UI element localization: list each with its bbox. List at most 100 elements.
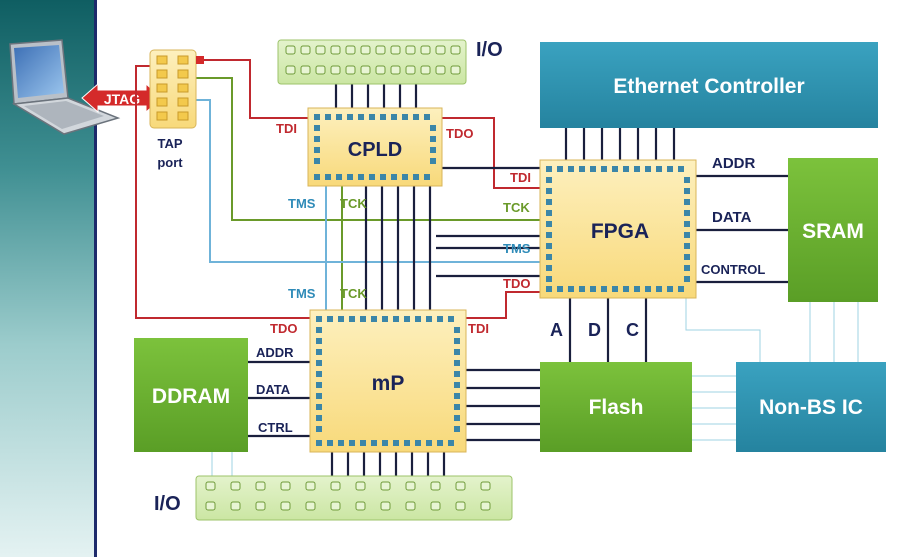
io-pad xyxy=(330,501,341,511)
chip-pin xyxy=(347,114,353,120)
io-pad xyxy=(230,481,241,491)
chip-pin xyxy=(437,440,443,446)
chip-pin xyxy=(349,316,355,322)
chip-pin xyxy=(568,166,574,172)
ethernet-controller-label: Ethernet Controller xyxy=(613,75,804,98)
io-pad xyxy=(230,501,241,511)
io-pad xyxy=(205,501,216,511)
chip-pin xyxy=(684,232,690,238)
io-pad xyxy=(360,65,371,75)
io-pad xyxy=(430,481,441,491)
tck-mp-label: TCK xyxy=(340,286,367,301)
chip-pin xyxy=(314,114,320,120)
signal-labels: TDI TDO TDI TCK TMS TDO TMS TCK TMS TCK … xyxy=(256,121,765,435)
non-bs-ic-label: Non-BS IC xyxy=(759,396,863,419)
chip-pin xyxy=(316,426,322,432)
chip-pin xyxy=(402,174,408,180)
chip-pin xyxy=(424,114,430,120)
chip-pin xyxy=(437,316,443,322)
mp-label: mP xyxy=(372,372,405,395)
chip-pin xyxy=(454,426,460,432)
io-pad xyxy=(420,65,431,75)
io-pad xyxy=(420,45,431,55)
chip-pin xyxy=(612,286,618,292)
io-pad xyxy=(390,65,401,75)
chip-pin xyxy=(667,286,673,292)
chip-pin xyxy=(402,114,408,120)
chip-pin xyxy=(546,199,552,205)
chip-pin xyxy=(645,166,651,172)
fpga-label: FPGA xyxy=(591,220,649,243)
chip-pin xyxy=(557,166,563,172)
chip-pin xyxy=(347,174,353,180)
tdi-fpga-label: TDI xyxy=(510,170,531,185)
tap-port: TAP port xyxy=(149,49,204,170)
chip-pin xyxy=(382,316,388,322)
tdi-mp-label: TDI xyxy=(468,321,489,336)
io-pad xyxy=(305,501,316,511)
chip-pin xyxy=(667,166,673,172)
io-pad xyxy=(345,65,356,75)
chip-pin xyxy=(391,114,397,120)
tck-fpga-label: TCK xyxy=(503,200,530,215)
chip-pin xyxy=(415,316,421,322)
chip-pin xyxy=(360,440,366,446)
chip-pin xyxy=(612,166,618,172)
chip-pin xyxy=(316,415,322,421)
chip-pin xyxy=(349,440,355,446)
mp-pins xyxy=(316,316,460,446)
chip-pin xyxy=(568,286,574,292)
io-pad xyxy=(300,65,311,75)
chip-pin xyxy=(645,286,651,292)
chip-pin xyxy=(316,440,322,446)
wire-tms xyxy=(196,99,548,263)
chip-pin xyxy=(316,404,322,410)
io-pad xyxy=(285,65,296,75)
tdo-mp-label: TDO xyxy=(270,321,297,336)
chip-pin xyxy=(314,158,320,164)
io-pad xyxy=(315,65,326,75)
chip-pin xyxy=(415,440,421,446)
io-pad xyxy=(305,481,316,491)
chip-pin xyxy=(684,265,690,271)
chip-pin xyxy=(546,286,552,292)
io-pad xyxy=(380,481,391,491)
slide-sidebar-divider xyxy=(94,0,97,557)
flash-label: Flash xyxy=(589,396,644,419)
chip-pin xyxy=(546,254,552,260)
io-pad xyxy=(300,45,311,55)
io-pad xyxy=(455,481,466,491)
chip-pin xyxy=(546,232,552,238)
tap-port-label-line2: port xyxy=(157,155,183,170)
ddram-block: DDRAM xyxy=(134,338,248,452)
wire-tck xyxy=(196,77,548,221)
chip-pin xyxy=(316,338,322,344)
data-bus-wires xyxy=(248,84,790,476)
tck-cpld-label: TCK xyxy=(340,196,367,211)
chip-pin xyxy=(338,316,344,322)
chip-pin xyxy=(369,174,375,180)
fpga-chip: FPGA xyxy=(539,159,697,299)
chip-pin xyxy=(546,177,552,183)
chip-pin xyxy=(454,360,460,366)
fpga-data-label: DATA xyxy=(712,209,752,226)
wire-tdo-fpga-mp xyxy=(458,291,548,319)
io-pad xyxy=(405,45,416,55)
chip-pin xyxy=(601,166,607,172)
chip-pin xyxy=(430,158,436,164)
io-pad xyxy=(280,501,291,511)
jtag-chain-wires xyxy=(135,59,548,319)
tdo-cpld-label: TDO xyxy=(446,126,473,141)
chip-pin xyxy=(338,440,344,446)
fpga-pins xyxy=(546,166,690,292)
flash-a-label: A xyxy=(550,320,563,340)
chip-pin xyxy=(391,174,397,180)
chip-pin xyxy=(656,286,662,292)
io-pad xyxy=(315,45,326,55)
io-pad xyxy=(355,481,366,491)
tdi-cpld-label: TDI xyxy=(276,121,297,136)
chip-pin xyxy=(358,174,364,180)
chip-pin xyxy=(546,188,552,194)
io-pad xyxy=(450,65,461,75)
chip-pin xyxy=(454,404,460,410)
